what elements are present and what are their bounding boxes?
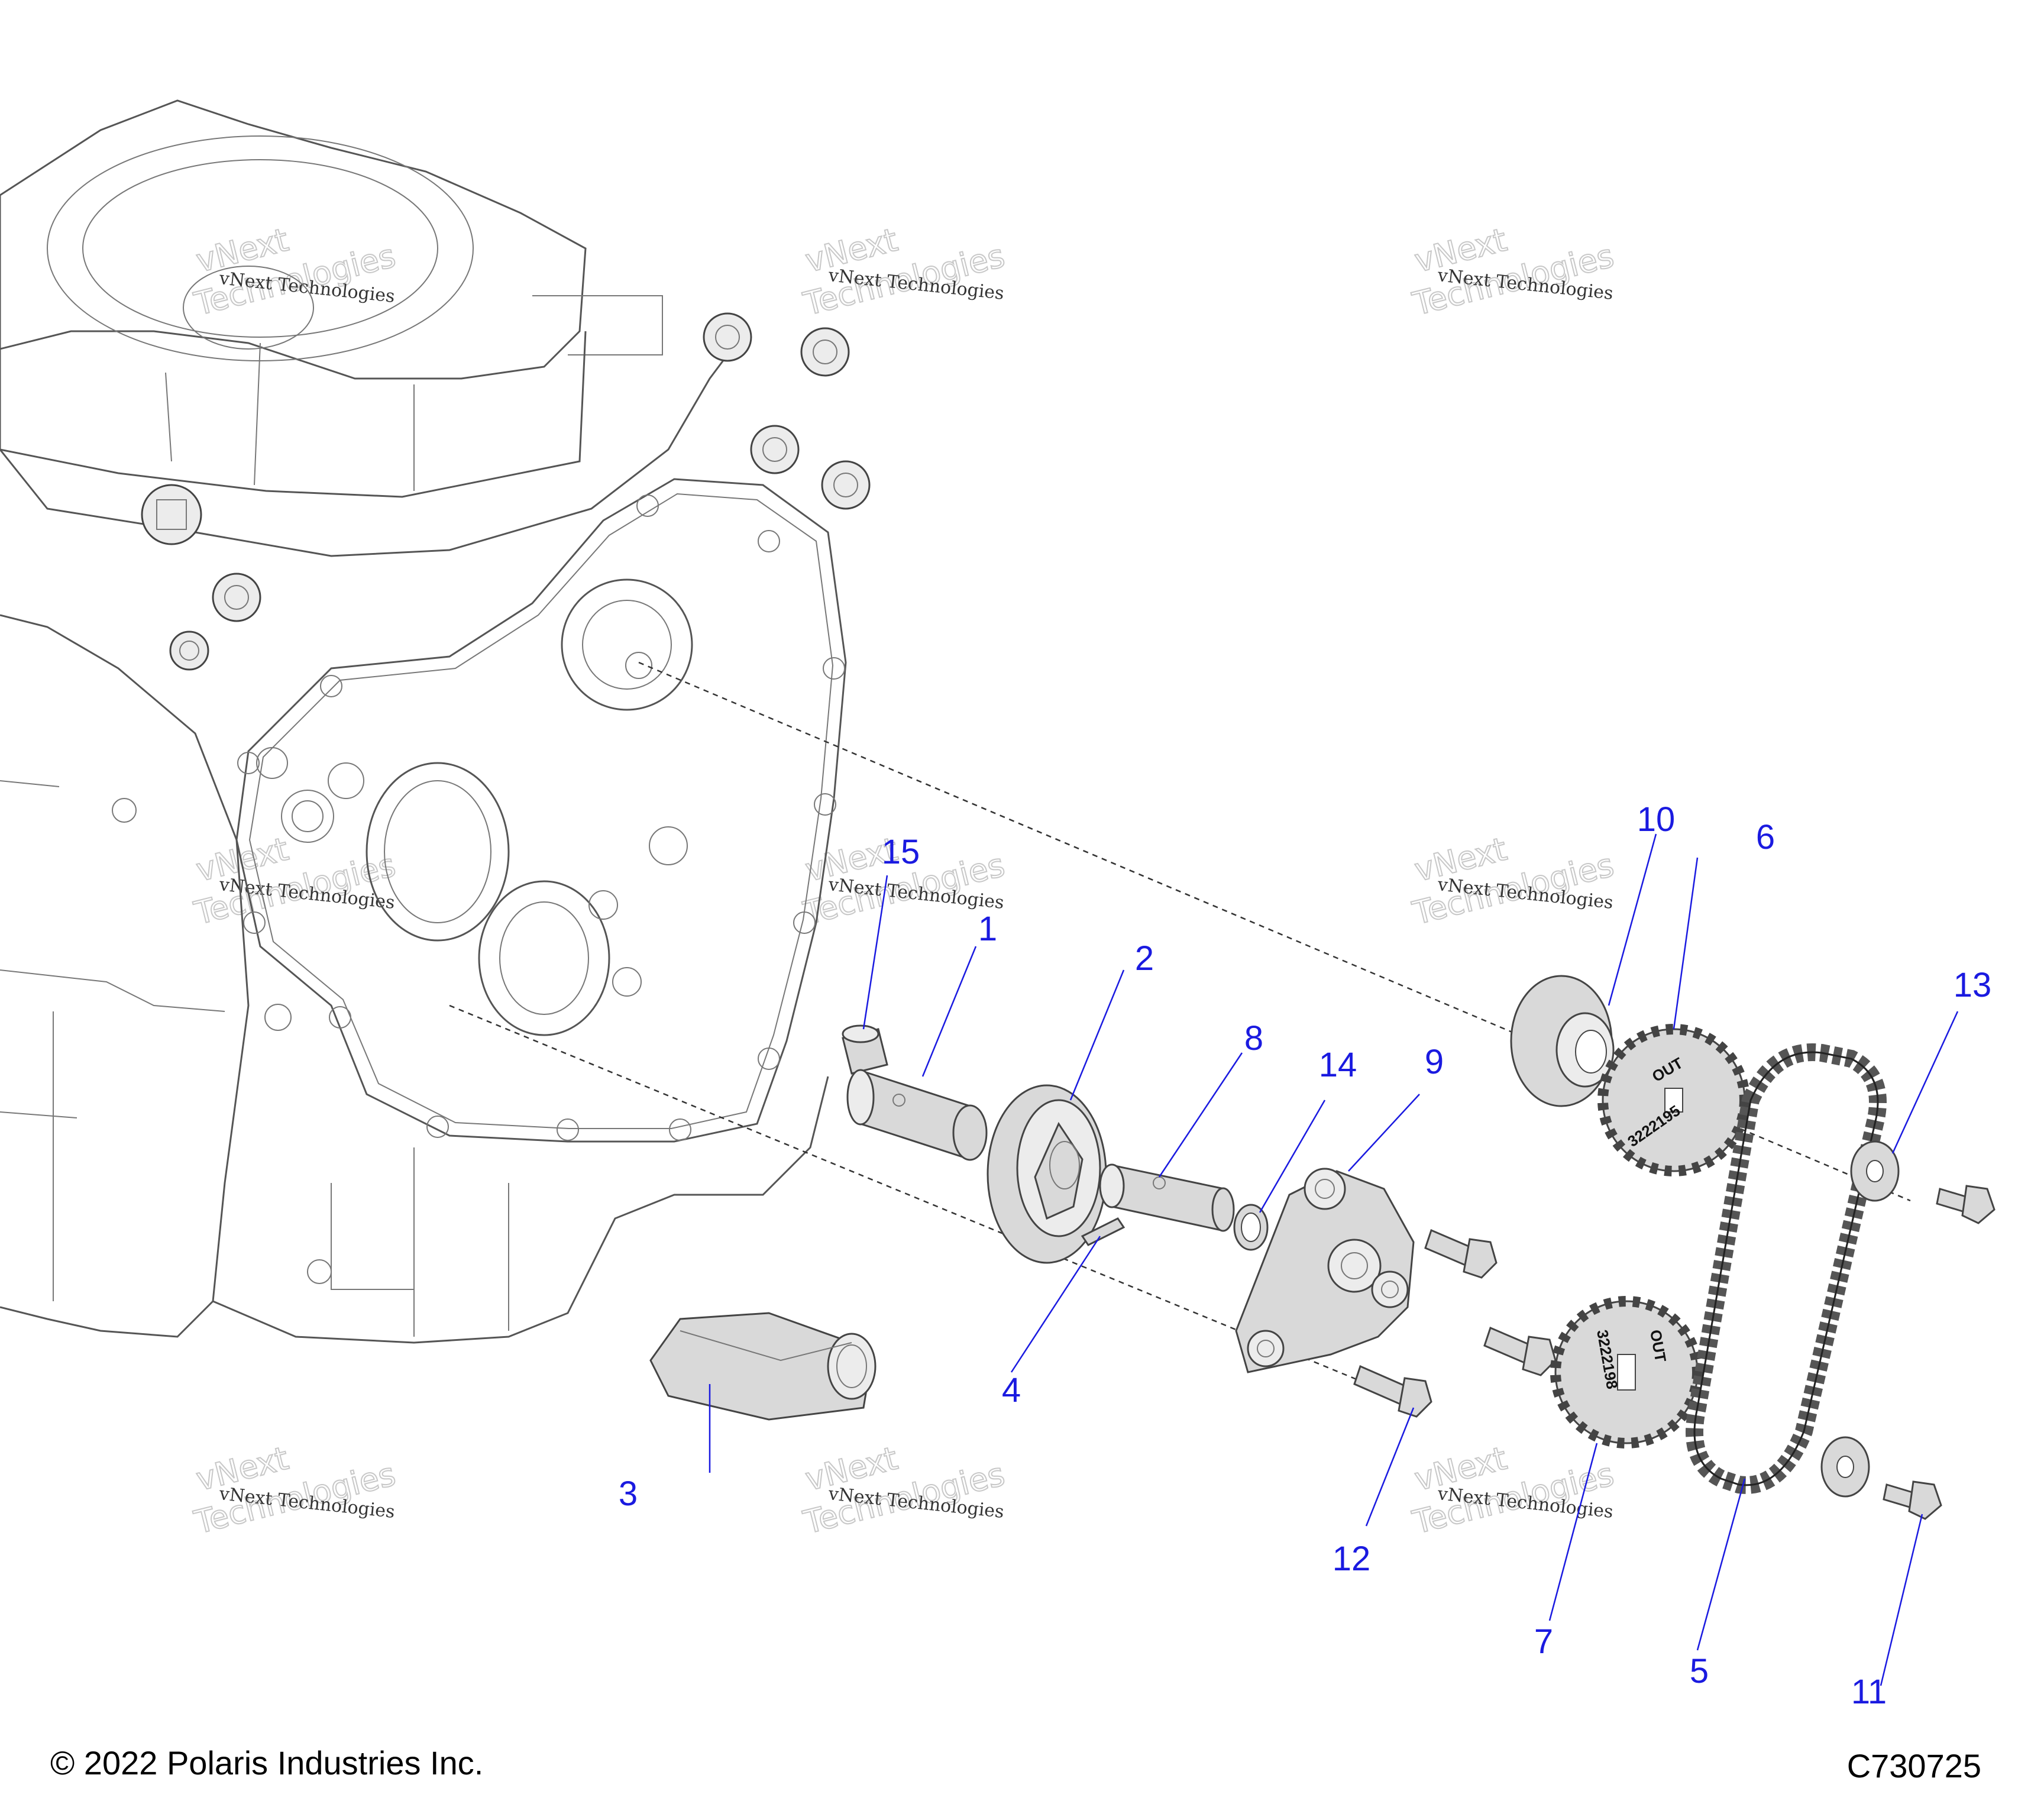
head-bolt: [703, 312, 752, 362]
callout-6: 6: [1756, 818, 1775, 856]
part-1-pump-shaft: [846, 1069, 988, 1161]
head-bolt: [821, 460, 871, 510]
part-4-pin: [1081, 1217, 1126, 1246]
leader-lines: [709, 833, 1959, 1686]
callout-11: 11: [1851, 1673, 1887, 1711]
callout-7: 7: [1534, 1622, 1553, 1661]
callout-13: 13: [1954, 966, 1992, 1004]
part-8-shaft: [1099, 1163, 1235, 1232]
callout-9: 9: [1425, 1043, 1444, 1081]
part-5-chain: [1686, 1043, 1887, 1494]
watermark: vNext Technologies: [190, 830, 400, 933]
diagram-id: C730725: [1847, 1747, 1981, 1784]
part-3-oil-pickup: [649, 1312, 877, 1421]
callout-3: 3: [619, 1475, 638, 1513]
part-6-drive-sprocket: OUT 3222195: [1597, 1024, 1750, 1176]
watermark: vNext Technologies: [799, 1439, 1009, 1542]
watermark: vNext Technologies: [190, 1439, 400, 1542]
head-bolt: [169, 631, 209, 671]
copyright-notice: © 2022 Polaris Industries Inc.: [50, 1744, 483, 1782]
callout-1: 1: [978, 910, 997, 948]
part-13-washer: [1850, 1140, 1900, 1202]
part-14-o-ring: [1233, 1204, 1269, 1251]
head-bolt: [141, 484, 202, 545]
head-bolt: [800, 327, 850, 377]
watermark: vNext Technologies: [1408, 221, 1618, 324]
callout-12: 12: [1333, 1540, 1371, 1578]
watermark: vNext Technologies: [799, 221, 1009, 324]
part-12-bolt: [1353, 1365, 1432, 1418]
gasket-bolt-holes: [237, 494, 845, 1141]
callout-2: 2: [1135, 939, 1154, 978]
callout-14: 14: [1319, 1046, 1357, 1084]
part-9-pump-cover: [1235, 1168, 1415, 1373]
head-bolt: [212, 573, 261, 622]
part-11-washer: [1820, 1436, 1870, 1498]
callout-15: 15: [882, 833, 920, 871]
callout-8: 8: [1244, 1019, 1263, 1058]
watermark: vNext Technologies: [1408, 830, 1618, 933]
part-10-spacer: [1510, 975, 1615, 1107]
callout-4: 4: [1002, 1371, 1021, 1409]
callout-10: 10: [1637, 800, 1676, 839]
callout-5: 5: [1690, 1652, 1709, 1690]
engine-block-illustration: [0, 99, 871, 1344]
bolt: [1936, 1185, 1996, 1224]
watermark: vNext Technologies: [1408, 1439, 1618, 1542]
part-15-dowel-sleeve: [842, 1024, 888, 1075]
part-7-driven-sprocket: OUT 3222198: [1550, 1296, 1703, 1449]
bolt: [1483, 1326, 1557, 1376]
callout-labels: 1 2 3 4 5 6 7 8 9 10 11 12 13 14 15: [619, 800, 1991, 1711]
head-bolt: [750, 425, 800, 474]
part-11-bolt: [1883, 1480, 1942, 1520]
bolt: [1424, 1228, 1498, 1279]
